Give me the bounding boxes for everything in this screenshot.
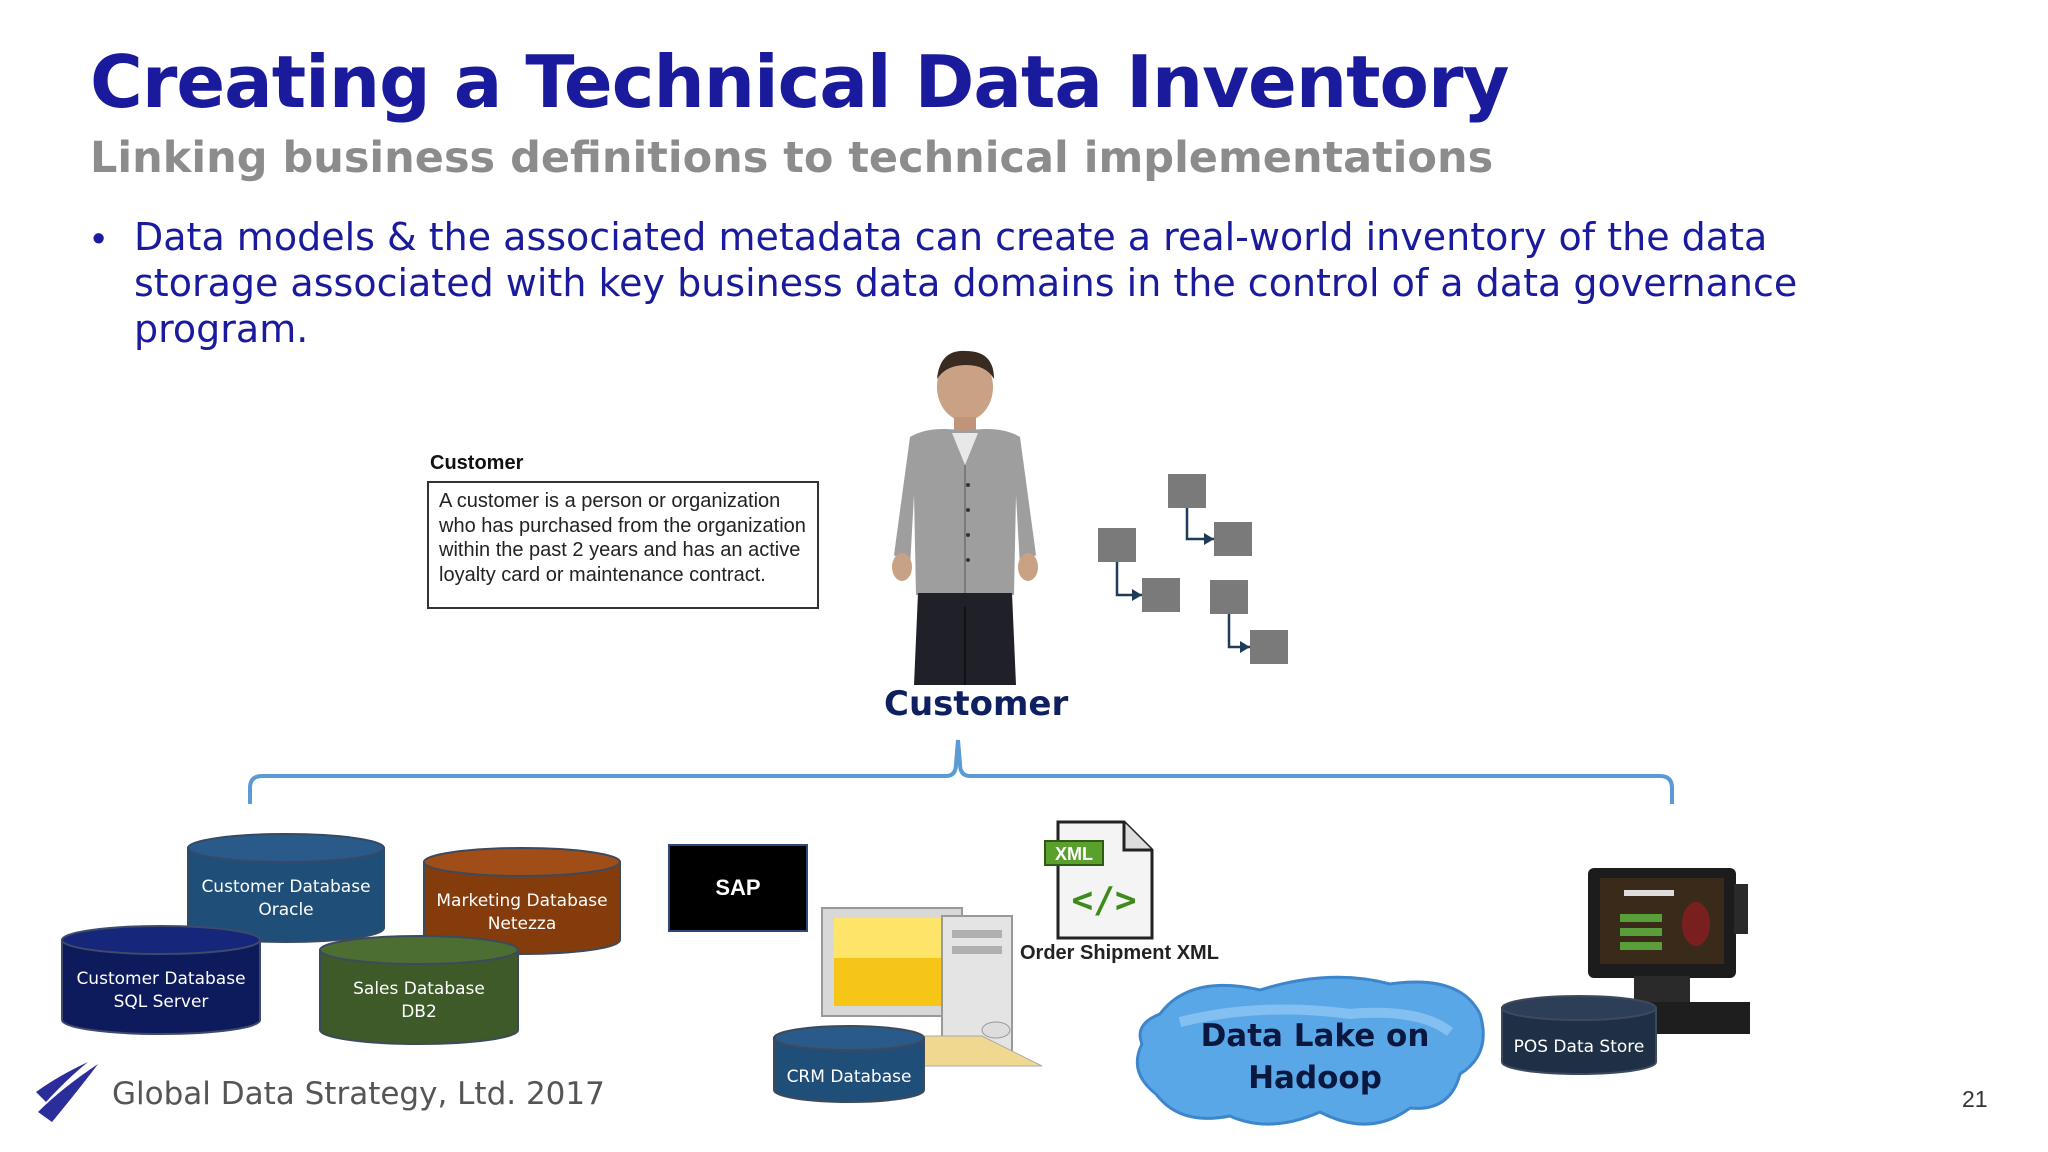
data-model-icon bbox=[1098, 474, 1288, 664]
database-cylinder-icon bbox=[187, 833, 385, 943]
database-cylinder-icon bbox=[423, 847, 621, 955]
sales-database-db2[interactable]: Sales Database DB2 bbox=[318, 934, 520, 1046]
grouping-bracket bbox=[248, 739, 1674, 804]
database-cylinder-icon bbox=[319, 935, 519, 1045]
database-platform: SQL Server bbox=[113, 992, 209, 1012]
database-name: CRM Database bbox=[786, 1067, 912, 1087]
code-symbol: </> bbox=[1071, 880, 1137, 921]
slide-subtitle: Linking business definitions to technica… bbox=[90, 133, 1494, 183]
database-cylinder-icon bbox=[61, 925, 261, 1035]
customer-label: Customer bbox=[884, 684, 1069, 724]
order-shipment-xml-label: Order Shipment XML bbox=[1020, 942, 1219, 964]
data-lake-label: Data Lake on Hadoop bbox=[1180, 1015, 1450, 1099]
database-name: Sales Database bbox=[353, 979, 485, 999]
marketing-database-netezza[interactable]: Marketing Database Netezza bbox=[422, 846, 622, 956]
definition-text: A customer is a person or organization w… bbox=[439, 490, 806, 586]
database-platform: DB2 bbox=[401, 1002, 437, 1022]
footer-company: Global Data Strategy, Ltd. 2017 bbox=[112, 1076, 605, 1112]
data-lake-line1: Data Lake on bbox=[1200, 1018, 1430, 1054]
customer-person-image bbox=[892, 350, 1038, 685]
database-cylinder-icon bbox=[773, 1025, 925, 1103]
bullet-marker: • bbox=[92, 218, 106, 260]
database-name: Customer Database bbox=[201, 877, 371, 897]
data-lake-shape bbox=[1135, 975, 1485, 1126]
pos-data-store[interactable]: POS Data Store bbox=[1500, 994, 1658, 1076]
pos-terminal-icon bbox=[1588, 868, 1750, 1034]
customer-database-sql-server[interactable]: Customer Database SQL Server bbox=[60, 924, 262, 1036]
database-platform: Netezza bbox=[487, 914, 557, 934]
xml-document-icon: XML </> bbox=[1044, 818, 1156, 942]
xml-badge: XML bbox=[1044, 840, 1104, 866]
data-lake-line2: Hadoop bbox=[1248, 1060, 1382, 1096]
database-name: Customer Database bbox=[76, 969, 246, 989]
company-logo-icon bbox=[36, 1062, 98, 1122]
definition-title: Customer bbox=[430, 452, 524, 474]
database-platform: Oracle bbox=[258, 900, 314, 920]
definition-box: A customer is a person or organization w… bbox=[427, 481, 819, 609]
slide-title: Creating a Technical Data Inventory bbox=[90, 40, 1509, 124]
database-name: Marketing Database bbox=[436, 891, 608, 911]
crm-database[interactable]: CRM Database bbox=[772, 1024, 926, 1104]
database-name: POS Data Store bbox=[1513, 1037, 1645, 1057]
sap-system[interactable]: SAP bbox=[668, 844, 808, 932]
bullet-text: Data models & the associated metadata ca… bbox=[134, 215, 1798, 351]
page-number: 21 bbox=[1962, 1086, 1988, 1112]
database-cylinder-icon bbox=[1501, 995, 1657, 1075]
customer-database-oracle[interactable]: Customer Database Oracle bbox=[186, 832, 386, 944]
